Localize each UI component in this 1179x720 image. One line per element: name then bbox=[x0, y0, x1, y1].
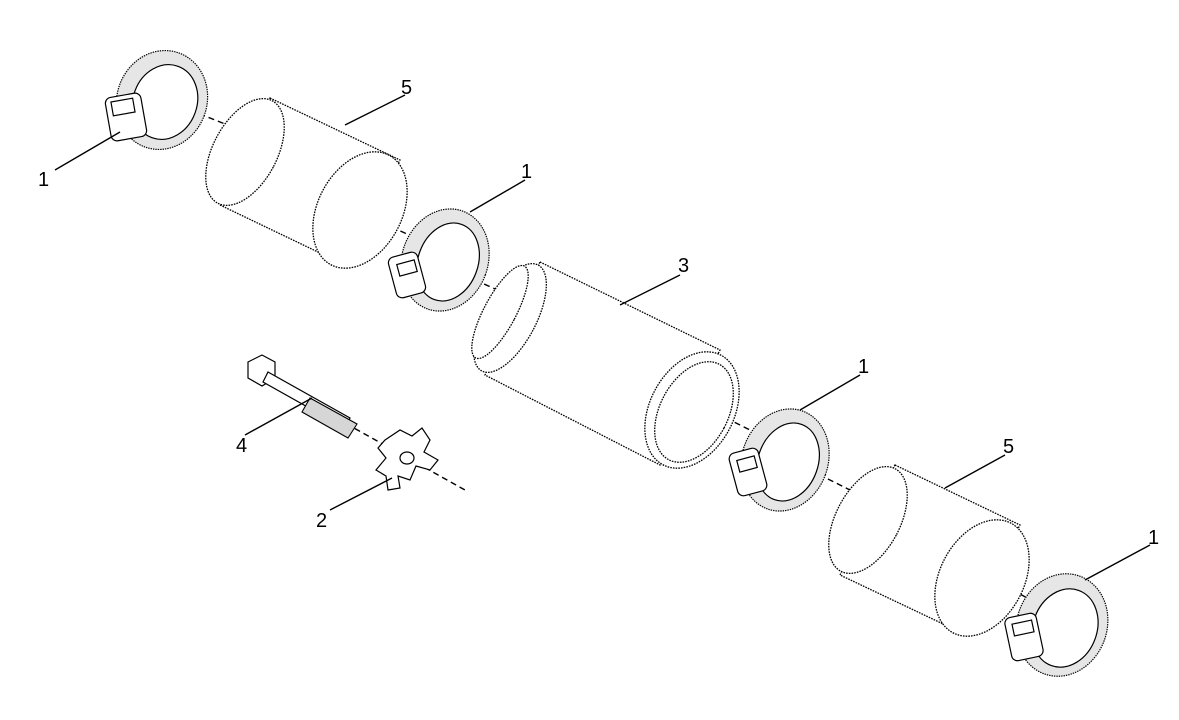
hose-clamp-lower-mid bbox=[728, 408, 830, 512]
hose-clamp-top-left bbox=[104, 49, 209, 151]
star-knob bbox=[375, 427, 439, 491]
callout-filter-element: 3 bbox=[678, 255, 689, 277]
callout-bolt: 4 bbox=[236, 435, 247, 457]
bolt bbox=[247, 354, 358, 439]
leader-lines bbox=[54, 94, 1151, 581]
callout-sleeve-top: 5 bbox=[401, 77, 412, 99]
filter-element bbox=[471, 261, 740, 469]
callout-clamp-top-left: 1 bbox=[38, 169, 49, 191]
hose-clamp-upper-mid bbox=[387, 208, 490, 312]
callout-sleeve-bottom: 5 bbox=[1003, 436, 1014, 458]
hose-clamp-bottom-right bbox=[1004, 573, 1109, 677]
callout-clamp-lower-mid: 1 bbox=[858, 356, 869, 378]
sleeve-top bbox=[205, 97, 408, 269]
sleeve-bottom bbox=[828, 464, 1030, 637]
callout-labels: 1 5 1 3 1 4 2 5 1 bbox=[38, 77, 1159, 549]
callout-clamp-upper-mid: 1 bbox=[521, 161, 532, 183]
callout-clamp-bottom-right: 1 bbox=[1148, 527, 1159, 549]
callout-star-knob: 2 bbox=[316, 510, 327, 532]
